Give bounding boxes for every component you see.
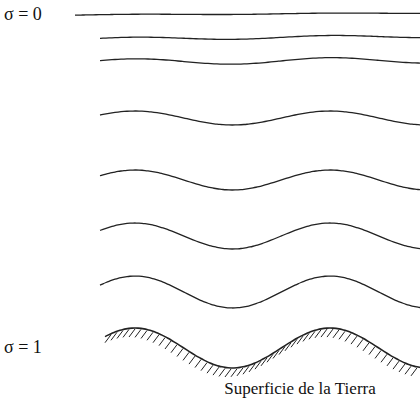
ground-hatch: [315, 330, 321, 338]
ground-hatch: [297, 336, 303, 344]
ground-hatch: [369, 347, 375, 355]
ground-hatch: [225, 369, 231, 377]
ground-hatch: [255, 361, 261, 369]
ground-hatch: [207, 365, 213, 373]
ground-hatch: [243, 366, 249, 374]
ground-hatch: [333, 330, 339, 338]
ground-hatch: [351, 336, 357, 344]
ground-hatch: [231, 369, 237, 377]
ground-hatch: [117, 330, 123, 338]
ground-hatch: [237, 368, 243, 376]
sigma-level-line: [100, 276, 420, 308]
ground-hatch: [285, 343, 291, 351]
ground-hatch: [375, 350, 381, 358]
earth-surface: [105, 328, 420, 368]
ground-hatch: [123, 329, 129, 337]
sigma-level-line: [75, 13, 420, 15]
ground-hatch: [177, 349, 183, 357]
ground-hatch: [411, 368, 417, 376]
ground-hatch: [201, 363, 207, 371]
sigma-level-line: [100, 111, 420, 125]
ground-hatch: [195, 360, 201, 368]
ground-hatch: [279, 347, 285, 355]
ground-hatch: [267, 354, 273, 362]
sigma-bottom-label: σ = 1: [4, 337, 42, 357]
ground-hatch: [321, 329, 327, 337]
sigma-top-label: σ = 0: [4, 4, 42, 24]
ground-hatch: [105, 335, 111, 343]
sigma-level-line: [100, 35, 420, 39]
ground-hatch: [213, 367, 219, 375]
ground-hatch: [327, 329, 333, 337]
surface-caption: Superficie de la Tierra: [224, 379, 376, 399]
ground-hatch: [273, 350, 279, 358]
sigma-level-line: [100, 58, 420, 65]
ground-hatch: [399, 364, 405, 372]
ground-hatch: [159, 338, 165, 346]
ground-hatch: [345, 333, 351, 341]
ground-hatch: [153, 335, 159, 343]
ground-hatch: [381, 354, 387, 362]
ground-hatch: [147, 332, 153, 340]
ground-hatch: [111, 332, 117, 340]
ground-hatch: [249, 364, 255, 372]
ground-hatch: [135, 329, 141, 337]
ground-hatch: [261, 358, 267, 366]
ground-hatch: [189, 356, 195, 364]
ground-hatch: [303, 333, 309, 341]
ground-hatch: [363, 343, 369, 351]
sigma-level-line: [100, 223, 420, 249]
ground-hatch: [291, 339, 297, 347]
ground-hatch: [405, 366, 411, 374]
ground-hatch: [165, 341, 171, 349]
ground-hatch: [309, 331, 315, 339]
ground-hatch: [183, 352, 189, 360]
ground-hatch: [393, 361, 399, 369]
ground-hatch: [141, 330, 147, 338]
sigma-level-line: [100, 170, 420, 190]
ground-hatch: [219, 368, 225, 376]
ground-hatch: [171, 345, 177, 353]
ground-hatch: [387, 358, 393, 366]
ground-hatch: [357, 339, 363, 347]
ground-hatch: [129, 329, 135, 337]
ground-hatch: [339, 331, 345, 339]
